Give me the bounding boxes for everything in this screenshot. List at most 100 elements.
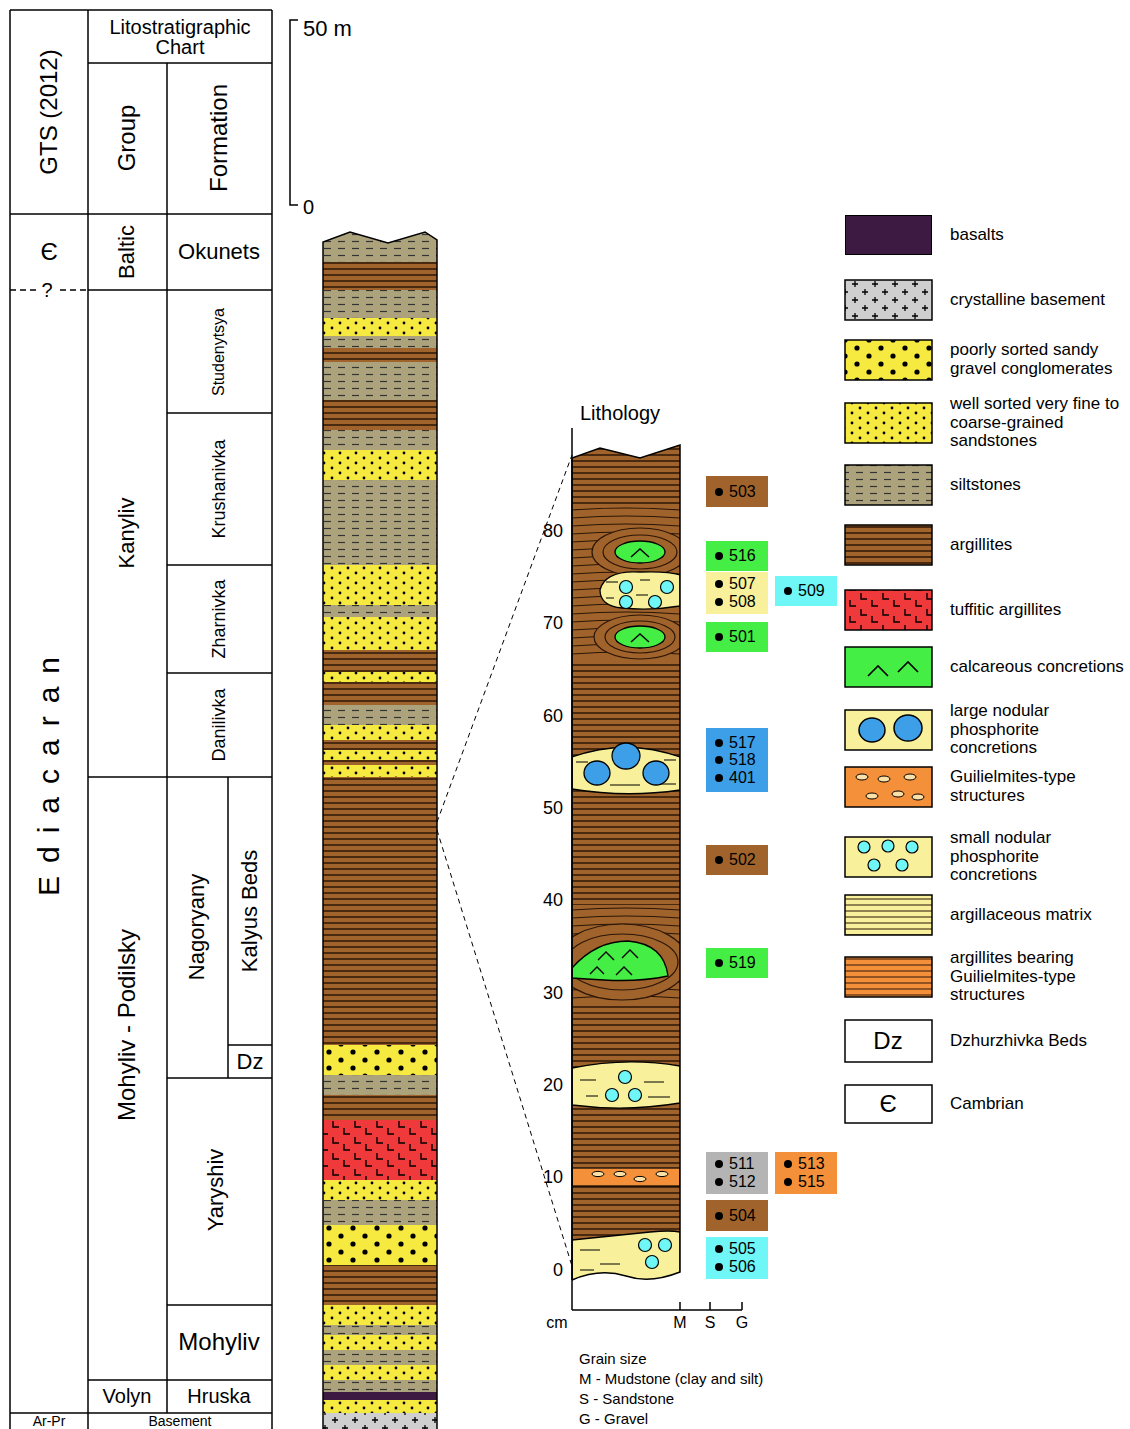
- detail-layer: [620, 581, 674, 609]
- detail-layer: [584, 761, 610, 785]
- column-outline: [323, 232, 437, 1429]
- legend-swatch: [845, 767, 932, 807]
- legend-swatch: [845, 957, 932, 997]
- grain-size-axis: [679, 1302, 681, 1310]
- detail-layer: [566, 934, 678, 990]
- detail-layer: [598, 952, 614, 960]
- legend-swatch: [856, 774, 868, 780]
- column-layer: [323, 450, 437, 480]
- chart-table: [88, 289, 272, 291]
- detail-layer: [576, 762, 588, 763]
- detail-layer: [605, 621, 675, 653]
- detail-layer: [556, 924, 688, 1000]
- column-title: Lithology: [580, 403, 660, 424]
- detail-layer: [586, 1096, 598, 1097]
- detail-layer: [580, 1080, 596, 1081]
- column-layer: [323, 750, 437, 760]
- formation-cell: Studenytsya: [211, 308, 228, 396]
- legend-swatch: [845, 837, 932, 877]
- detail-layer: [606, 1071, 642, 1102]
- detail-layer: [606, 598, 614, 599]
- column-layer: [323, 565, 437, 605]
- detail-layer: [612, 743, 640, 769]
- axis-tick-label: M: [673, 1315, 686, 1332]
- detail-layer: [614, 1171, 626, 1176]
- column-layer: [323, 1380, 437, 1392]
- detail-layer: [644, 1082, 664, 1083]
- chart-table: [227, 777, 229, 1078]
- column-layer: [323, 760, 437, 765]
- detail-layer: [664, 760, 676, 761]
- sample-number: 504: [715, 1207, 756, 1225]
- sample-box: 519: [706, 948, 768, 978]
- table-header: Litostratigraphic Chart: [90, 17, 270, 57]
- column-layer: [323, 1305, 437, 1325]
- legend-label: poorly sorted sandy gravel conglomerates: [950, 341, 1126, 378]
- detail-layer: [606, 582, 618, 583]
- table-header: GTS (2012): [36, 49, 61, 174]
- legend-label: tuffitic argillites: [950, 601, 1126, 620]
- sample-number: 516: [715, 547, 756, 565]
- legend-swatch: [858, 841, 870, 853]
- detail-layer: [659, 1239, 672, 1252]
- legend-label: well sorted very fine to coarse-grained …: [950, 395, 1126, 451]
- column-layer: [323, 1392, 437, 1400]
- scale-bar: [290, 20, 298, 205]
- legend-swatch: [906, 841, 918, 853]
- column-layer: [323, 725, 437, 740]
- sample-number: 512: [715, 1173, 756, 1191]
- column-layer: [323, 1075, 437, 1095]
- column-layer: [323, 262, 437, 290]
- column-layer: [323, 348, 437, 362]
- column-layer: [323, 1413, 437, 1429]
- detail-layer: [600, 572, 680, 609]
- detail-layer: [616, 967, 632, 975]
- detail-layer: [580, 1250, 620, 1270]
- formation-cell: Zharnivka: [210, 579, 229, 658]
- detail-layer: [615, 541, 665, 563]
- legend-label: Guilielmites-type structures: [950, 768, 1126, 805]
- chart-table: [10, 9, 272, 11]
- detail-outline: [572, 445, 680, 1280]
- chart-table: [167, 1077, 272, 1079]
- legend-swatch: [845, 1020, 932, 1062]
- sample-number: 511: [715, 1155, 755, 1173]
- sample-number: 507: [715, 575, 756, 593]
- formation-cell: Basement: [148, 1414, 211, 1429]
- legend-swatch: [904, 774, 916, 780]
- legend-swatch: [845, 895, 932, 935]
- sample-box: 502: [706, 845, 768, 875]
- detail-layer: [619, 1071, 632, 1084]
- sample-number: 509: [784, 582, 825, 600]
- legend-symbol: Dz: [873, 1028, 902, 1053]
- column-layer: [323, 400, 437, 430]
- group-cell: Baltic: [115, 225, 138, 279]
- detail-layer: [631, 549, 649, 557]
- legend-swatch: [859, 718, 885, 742]
- period-cell: Ediacaran: [33, 644, 65, 896]
- axis-tick-label: 20: [543, 1076, 563, 1095]
- legend-swatch: [858, 840, 918, 871]
- column-layer: [323, 362, 437, 400]
- sample-number: 503: [715, 483, 756, 501]
- legend-swatch: [894, 715, 922, 741]
- column-layer: [323, 1095, 437, 1120]
- chart-table: [87, 10, 89, 1429]
- leader-line: [437, 455, 572, 822]
- legend-label: Dzhurzhivka Beds: [950, 1032, 1126, 1051]
- detail-layer: [639, 1239, 652, 1252]
- detail-layer: [640, 580, 650, 581]
- detail-layer: [556, 440, 688, 1290]
- legend-label: argillaceous matrix: [950, 906, 1126, 925]
- chart-table: [10, 213, 272, 215]
- column-layer: [323, 336, 437, 348]
- detail-layer: [572, 908, 680, 910]
- detail-layer: [572, 508, 680, 510]
- column-layer: [323, 1200, 437, 1225]
- sample-number: 501: [715, 628, 756, 646]
- detail-layer: [594, 615, 686, 659]
- legend-label: calcareous concretions: [950, 658, 1126, 677]
- legend-swatch: [845, 280, 932, 320]
- grain-size-axis: [709, 1302, 711, 1310]
- detail-layer: [631, 634, 649, 642]
